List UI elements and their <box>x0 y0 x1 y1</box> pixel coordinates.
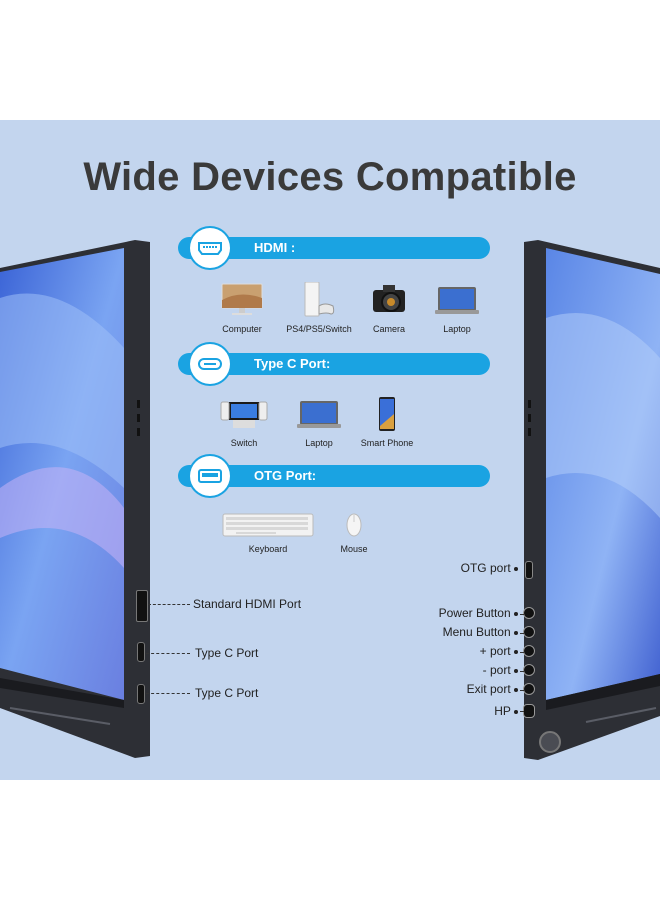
right-port-label-minus: - port <box>483 663 518 677</box>
callout-line <box>520 671 524 672</box>
typec-section-header: Type C Port: <box>178 344 490 384</box>
device-camera-label: Camera <box>372 324 405 334</box>
typec-section-label: Type C Port: <box>254 356 331 371</box>
left-port-label-hdmi: Standard HDMI Port <box>193 597 302 611</box>
right-port-text: Power Button <box>438 606 511 620</box>
device-mouse-label: Mouse <box>340 544 368 554</box>
device-console: PS4/PS5/Switch <box>279 281 359 334</box>
callout-line <box>146 693 190 694</box>
otg-section-label: OTG Port: <box>254 468 317 483</box>
camera-icon <box>364 282 414 320</box>
menu-button[interactable] <box>523 626 535 638</box>
right-port-text: Exit port <box>466 682 511 696</box>
callout-dot <box>514 709 518 714</box>
callout-dot <box>514 668 518 673</box>
otg-port-slot <box>525 561 533 579</box>
callout-line <box>520 652 524 653</box>
device-camera: Camera <box>364 282 414 334</box>
device-keyboard-label: Keyboard <box>248 544 288 554</box>
device-laptop-typec-label: Laptop <box>305 438 333 448</box>
laptop-icon <box>292 396 346 434</box>
minus-button[interactable] <box>523 664 535 676</box>
callout-line <box>520 614 524 615</box>
right-port-label-menu: Menu Button <box>443 625 518 639</box>
device-smartphone: Smart Phone <box>354 396 420 448</box>
laptop-icon <box>430 282 484 320</box>
device-smartphone-label: Smart Phone <box>360 438 414 448</box>
right-monitor <box>524 240 660 760</box>
callout-dot <box>514 566 518 571</box>
callout-line <box>520 711 524 712</box>
device-console-label: PS4/PS5/Switch <box>286 324 352 334</box>
device-switch-label: Switch <box>230 438 258 448</box>
smartphone-icon <box>354 396 420 434</box>
left-port-label-typec-1: Type C Port <box>195 646 259 660</box>
keyboard-icon <box>220 512 316 540</box>
otg-section-header: OTG Port: <box>178 456 490 496</box>
left-typec-port-1 <box>137 642 145 662</box>
usb-port-icon <box>190 456 230 496</box>
switch-console-icon <box>214 396 274 434</box>
device-computer-label: Computer <box>222 324 262 334</box>
device-keyboard: Keyboard <box>220 512 316 554</box>
left-monitor <box>0 240 150 758</box>
device-laptop: Laptop <box>430 282 484 334</box>
product-panel: Wide Devices Compatible HDMI : Computer … <box>0 120 660 780</box>
right-port-label-exit: Exit port <box>467 682 518 696</box>
right-port-text: HP <box>494 704 511 718</box>
page-title: Wide Devices Compatible <box>83 155 577 199</box>
hdmi-section-header: HDMI : <box>178 228 490 268</box>
left-port-label-typec-2: Type C Port <box>195 686 259 700</box>
right-port-label-plus: + port <box>480 644 518 658</box>
right-port-label-hp: HP <box>494 704 518 718</box>
right-port-label-otg: OTG port <box>461 561 518 575</box>
right-port-label-power: Power Button <box>439 606 518 620</box>
computer-icon <box>214 282 270 320</box>
callout-line <box>520 690 524 691</box>
device-mouse: Mouse <box>334 512 374 554</box>
callout-dot <box>514 687 518 692</box>
headphone-jack <box>523 704 535 718</box>
right-port-text: Menu Button <box>442 625 511 639</box>
left-typec-port-2 <box>137 684 145 704</box>
power-button[interactable] <box>523 607 535 619</box>
mouse-icon <box>334 512 374 540</box>
callout-line <box>520 633 524 634</box>
callout-line <box>148 604 190 605</box>
callout-dot <box>514 649 518 654</box>
type-c-port-icon <box>190 344 230 384</box>
game-console-icon <box>279 281 359 320</box>
device-laptop-typec: Laptop <box>292 396 346 448</box>
callout-line <box>146 653 190 654</box>
left-hdmi-port <box>136 590 148 622</box>
right-port-text: - port <box>482 663 511 677</box>
callout-dot <box>514 611 518 616</box>
plus-button[interactable] <box>523 645 535 657</box>
right-port-text: + port <box>479 644 511 658</box>
device-switch: Switch <box>214 396 274 448</box>
right-port-text: OTG port <box>460 561 511 575</box>
device-computer: Computer <box>214 282 270 334</box>
callout-dot <box>514 630 518 635</box>
exit-button[interactable] <box>523 683 535 695</box>
hdmi-port-icon <box>190 228 230 268</box>
hdmi-section-label: HDMI : <box>254 240 296 255</box>
device-laptop-label: Laptop <box>443 324 471 334</box>
